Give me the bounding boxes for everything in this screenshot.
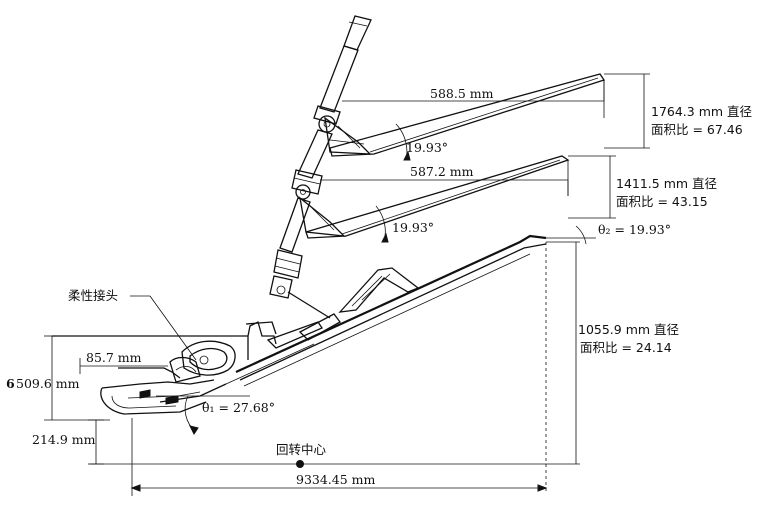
dimension-labels: 588.5 mm 1764.3 mm 直径 面积比 = 67.46 19.93°… xyxy=(6,86,752,487)
actuator-strut xyxy=(269,15,372,299)
top-angle-label: 19.93° xyxy=(406,140,448,155)
lower-nozzle-cone xyxy=(225,234,547,387)
top-area-ratio-label: 面积比 = 67.46 xyxy=(651,122,743,137)
dimension-lines xyxy=(44,73,650,496)
rotation-center-label: 回转中心 xyxy=(276,442,327,457)
mid-diameter-label: 1411.5 mm 直径 xyxy=(616,176,717,191)
total-length-label: 9334.45 mm xyxy=(296,472,376,487)
mid-angle-label: 19.93° xyxy=(392,220,434,235)
mid-extension-cone xyxy=(299,155,570,239)
low-area-ratio-label: 面积比 = 24.14 xyxy=(580,340,672,355)
aft-motor-section xyxy=(52,295,277,415)
flex-joint-label: 柔性接头 xyxy=(68,288,118,303)
mid-reach-label: 587.2 mm xyxy=(410,164,474,179)
top-diameter-label: 1764.3 mm 直径 xyxy=(651,104,752,119)
low-diameter-label: 1055.9 mm 直径 xyxy=(578,322,679,337)
throat-angle-label: θ₁ = 27.68° xyxy=(202,400,275,415)
left-height-label: 509.6 mm xyxy=(16,376,80,391)
bottom-height-label: 214.9 mm xyxy=(32,432,96,447)
mid-area-ratio-label: 面积比 = 43.15 xyxy=(616,194,708,209)
left-prefix-label: 6 xyxy=(6,376,15,391)
low-angle-label: θ₂ = 19.93° xyxy=(598,222,671,237)
top-reach-label: 588.5 mm xyxy=(430,86,494,101)
nozzle-offset-label: 85.7 mm xyxy=(86,350,142,365)
